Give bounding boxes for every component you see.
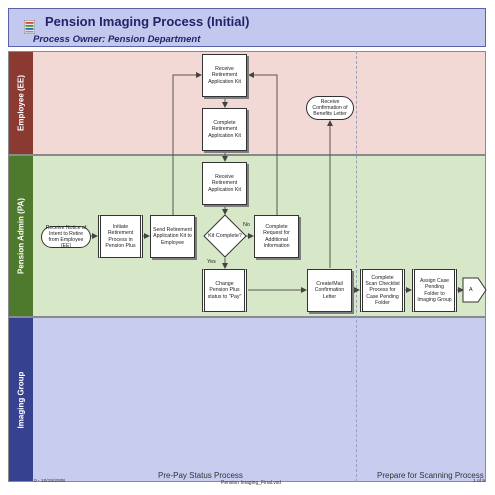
node-assign-case: Assign Case Pending Folder to Imaging Gr… — [412, 269, 457, 312]
edge-request-to-ee-receive — [248, 72, 278, 215]
lane-strip-pension-admin: Pension Admin (PA) — [9, 156, 33, 316]
node-receive-notice: Receive Notice of Intent to Retire from … — [41, 225, 91, 249]
node-initiate-retirement: Initiate Retirement Process in Pension P… — [98, 215, 143, 258]
phase-divider — [356, 51, 357, 482]
node-send-kit: Send Retirement Application Kit to Emplo… — [150, 215, 195, 258]
diagram-title: Pension Imaging Process (Initial) — [45, 14, 250, 29]
lane-strip-imaging-group: Imaging Group — [9, 318, 33, 481]
decision-diamond — [203, 214, 247, 258]
node-complete-kit: Complete Retirement Application Kit — [202, 108, 247, 151]
decision-kit-complete: Kit Complete? — [208, 233, 242, 239]
node-request-info: Complete Request for Additional Informat… — [254, 215, 299, 258]
footer-phase-scanning: Prepare for Scanning Process — [377, 471, 484, 480]
process-owner: Process Owner: Pension Department — [33, 34, 201, 45]
footer-file-name: Pension Imaging_Final.vsd — [221, 480, 282, 486]
offpage-connector-label: A — [469, 287, 473, 293]
edge-label-no: No — [243, 222, 250, 228]
node-receive-confirmation: Receive Confirmation of Benefits Letter — [306, 96, 354, 120]
node-change-status: Change Pension Plus status to "Pay" — [202, 269, 247, 312]
edge-send-to-ee-receive — [172, 72, 202, 215]
footer-page-number: 1 of 5 — [473, 479, 486, 484]
diagram-header: Pension Imaging Process (Initial) Proces… — [8, 8, 486, 47]
footer-phase-pre-pay: Pre-Pay Status Process — [158, 471, 243, 480]
document-stack-icon — [24, 20, 35, 34]
node-pa-receive-kit: Receive Retirement Application Kit — [202, 162, 247, 205]
lane-imaging-group: Imaging Group — [8, 317, 486, 482]
node-create-mail-letter: Create/Mail Confirmation Letter — [307, 269, 352, 312]
lane-strip-employee: Employee (EE) — [9, 52, 33, 154]
lane-employee: Employee (EE) — [8, 51, 486, 155]
node-ee-receive-kit: Receive Retirement Application Kit — [202, 54, 247, 97]
edge-label-yes: Yes — [207, 259, 216, 265]
footer-date: 0 - 10/15/2008 — [34, 479, 65, 484]
node-complete-scan-checklist: Complete Scan Checklist Process for Case… — [360, 269, 405, 312]
offpage-connector — [462, 277, 487, 303]
